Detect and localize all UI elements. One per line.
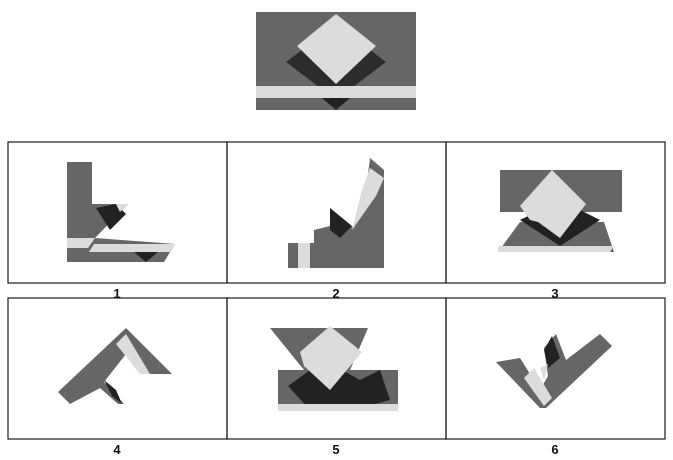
option-label-3: 3 [551,286,559,301]
option-3-light-band [498,246,614,252]
options-grid [7,141,666,440]
reference-figure [256,12,416,110]
option-2-light-band [298,243,310,268]
option-figure-6 [496,334,612,408]
option-box-4[interactable] [7,297,228,440]
option-figure-2 [288,158,384,268]
option-4-dark-notch [104,380,122,404]
option-6-dark-notch [544,336,560,368]
option-2-light-shape [352,168,384,230]
option-1-light-notch [116,204,128,212]
option-figure-1 [67,162,175,262]
option-label-1: 1 [113,286,121,301]
option-1-light-band-left [67,238,95,248]
option-2-dark-shape [330,208,352,238]
option-4-body [58,328,172,404]
option-label-6: 6 [551,442,559,457]
reference-dark-triangle [322,98,350,110]
option-1-body [67,162,175,262]
option-label-5: 5 [332,442,340,457]
option-box-6[interactable] [445,297,666,440]
option-6-light-notch [540,364,548,380]
option-6-body [496,334,612,408]
option-figure-5 [270,326,398,411]
option-figure-4 [58,328,172,404]
option-box-3[interactable] [445,141,666,284]
option-1-light-band-right [89,244,175,252]
option-figure-3 [498,170,622,252]
option-6-light-band [524,368,552,406]
option-label-4: 4 [113,442,121,457]
option-1-dark-triangle [134,252,158,262]
option-5-light-diamond [300,326,362,390]
reference-light-band [256,86,416,98]
option-label-2: 2 [332,286,340,301]
option-1-dark-notch [96,204,126,230]
option-3-light-diamond [520,170,586,238]
option-5-light-band [278,404,398,411]
option-4-light-band [116,334,150,374]
reference-light-diamond [297,14,376,84]
